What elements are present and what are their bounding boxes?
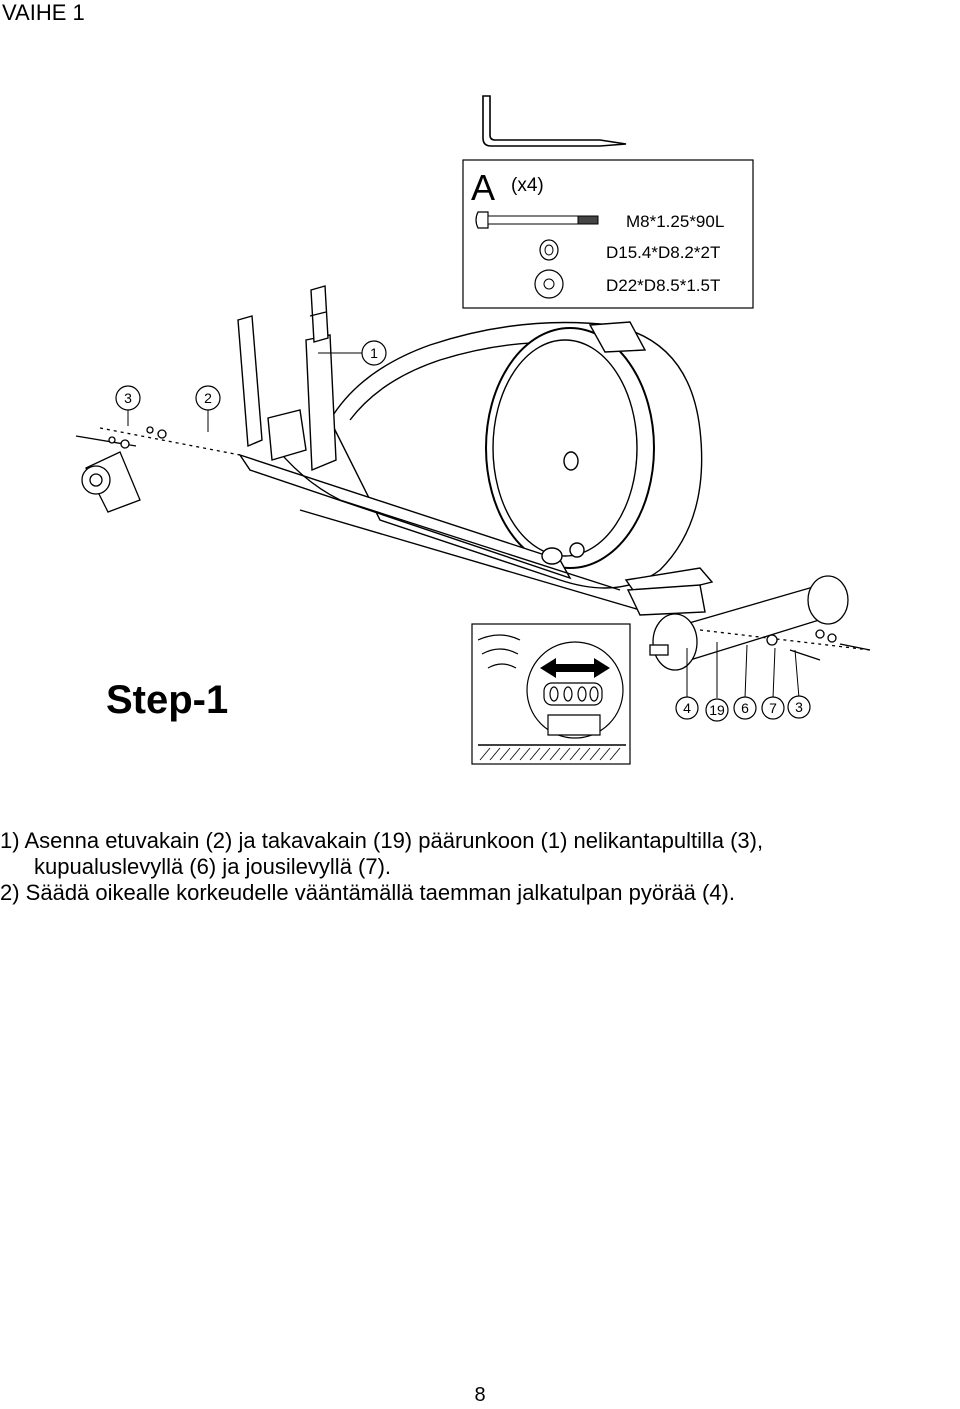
callout-main-frame: 1: [370, 345, 378, 361]
rear-stabilizer: [649, 575, 871, 671]
callout-circles: [115, 340, 811, 722]
curved-washer-icon: [539, 239, 559, 261]
hardware-letter: A: [471, 167, 495, 208]
instruction-line-3: 2) Säädä oikealle korkeudelle vääntämäll…: [0, 880, 735, 905]
hardware-spec-2: D15.4*D8.2*2T: [606, 243, 720, 262]
hardware-spec-3: D22*D8.5*1.5T: [606, 276, 720, 295]
callout-rear-bolt: 3: [795, 699, 803, 715]
assembly-diagram: A (x4) M8*1.25*90L D15.4*D8.2*2T D22*D8.…: [75, 95, 871, 765]
callout-rear-stabilizer: 19: [709, 702, 725, 718]
elliptical-frame: [237, 285, 714, 616]
callout-front-bolt: 3: [124, 390, 132, 406]
hardware-spec-1: M8*1.25*90L: [626, 212, 724, 231]
step-label: Step-1: [106, 678, 228, 722]
callout-spring-washer: 7: [769, 700, 777, 716]
flat-washer-icon: [534, 269, 564, 299]
callout-wheel: 4: [683, 700, 691, 716]
hardware-quantity: (x4): [511, 175, 544, 196]
hardware-box: A (x4) M8*1.25*90L D15.4*D8.2*2T D22*D8.…: [462, 159, 754, 309]
detail-inset: [471, 623, 631, 765]
page-header: VAIHE 1: [2, 0, 85, 25]
callout-curved-washer: 6: [741, 700, 749, 716]
instruction-line-2: kupualuslevyllä (6) ja jousilevyllä (7).: [34, 854, 392, 879]
instructions: 1) Asenna etuvakain (2) ja takavakain (1…: [0, 828, 960, 906]
bolt-icon: [475, 211, 599, 229]
front-stabilizer: [75, 426, 241, 513]
allen-key-icon: [482, 95, 627, 147]
ground-hatch: [479, 747, 621, 761]
page-number: 8: [474, 1384, 486, 1406]
callout-lines: [127, 352, 800, 699]
instruction-line-1: 1) Asenna etuvakain (2) ja takavakain (1…: [0, 828, 764, 853]
callout-front-stabilizer: 2: [204, 390, 212, 406]
adjust-arrow-icon: [540, 658, 610, 678]
